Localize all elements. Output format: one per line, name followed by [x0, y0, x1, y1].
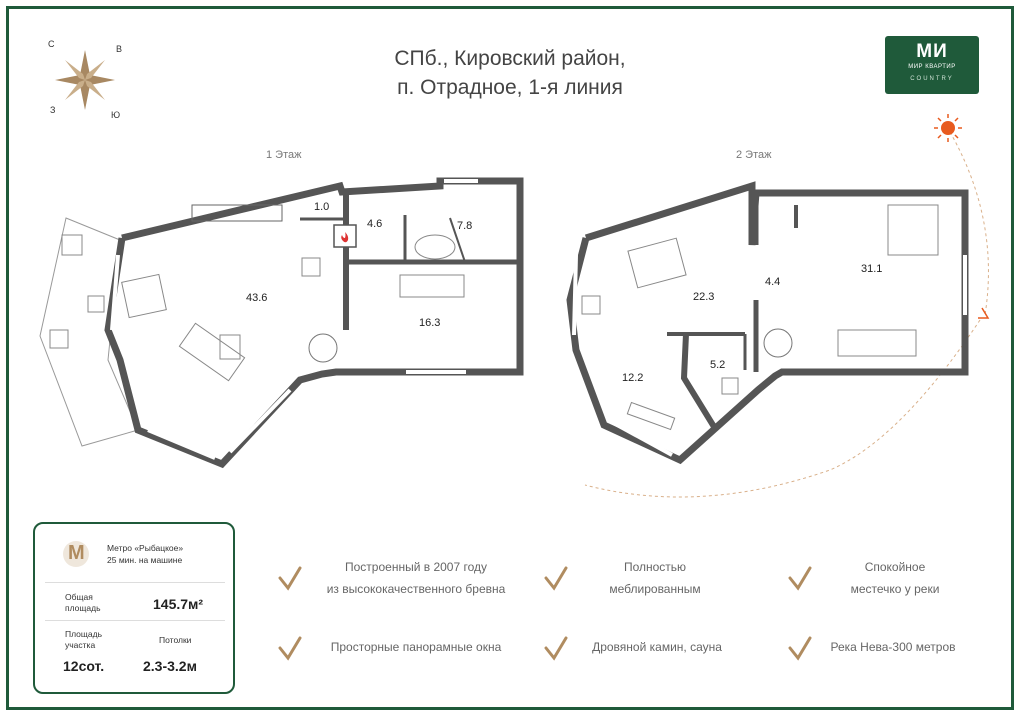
feature-item: Спокойное местечко у реки — [830, 556, 960, 600]
moon-path-line — [584, 319, 981, 498]
sun-arrow-icon — [978, 307, 990, 319]
ceiling-label: Потолки — [159, 635, 192, 645]
moon-icon — [573, 478, 585, 502]
plot-value: 12сот. — [63, 658, 105, 674]
company-logo: МИ МИР КВАРТИР COUNTRY — [885, 36, 979, 94]
feature-line-1: Река Нева-300 метров — [830, 640, 956, 654]
plot-label-line-2: участка — [65, 640, 96, 650]
room-area-toilet: 1.0 — [314, 201, 329, 213]
compass-north-label: С — [48, 39, 55, 49]
area-label-line-2: площадь — [65, 603, 101, 613]
feature-line-2: местечко у реки — [850, 582, 940, 596]
room-area-bedroom-1: 22.3 — [693, 291, 714, 303]
room-area-hall-1: 16.3 — [419, 317, 440, 329]
feature-line-1: Дровяной камин, сауна — [592, 640, 722, 654]
sun-path-line — [949, 131, 989, 316]
divider — [45, 620, 225, 621]
feature-line-1: Полностью — [623, 560, 687, 574]
feature-line-1: Спокойное — [864, 560, 926, 574]
compass-west-label: З — [50, 105, 56, 115]
logo-mark: МИ — [916, 41, 948, 62]
feature-item: Просторные панорамные окна — [306, 636, 526, 658]
metro-time: 25 мин. на машине — [107, 555, 183, 565]
compass-east-label: В — [116, 44, 123, 54]
metro-info: Метро «Рыбацкое» 25 мин. на машине — [107, 542, 183, 566]
plot-label: Площадь участка — [65, 629, 102, 651]
address-title: СПб., Кировский район, п. Отрадное, 1-я … — [330, 44, 690, 102]
compass-south-label: Ю — [111, 110, 121, 120]
divider — [45, 582, 225, 583]
floor-2-label: 2 Этаж — [736, 149, 772, 161]
feature-line-2: меблированным — [609, 582, 701, 596]
feature-item: Река Нева-300 метров — [818, 636, 968, 658]
room-area-bath-1: 7.8 — [457, 220, 472, 232]
feature-item: Построенный в 2007 году из высококачеств… — [306, 556, 526, 600]
floor-1-label: 1 Этаж — [266, 149, 302, 161]
area-label-line-1: Общая — [65, 592, 93, 602]
room-area-hall-2: 4.4 — [765, 276, 780, 288]
room-area-study: 12.2 — [622, 372, 643, 384]
feature-line-1: Построенный в 2007 году — [345, 560, 487, 574]
room-area-living: 43.6 — [246, 292, 267, 304]
metro-icon: M — [63, 541, 89, 567]
room-area-bath-2: 5.2 — [710, 359, 725, 371]
address-line-1: СПб., Кировский район, — [394, 47, 626, 70]
logo-brand: МИР КВАРТИР — [908, 64, 956, 70]
feature-item: Дровяной камин, сауна — [572, 636, 742, 658]
metro-name: Метро «Рыбацкое» — [107, 543, 184, 553]
sun-icon — [934, 114, 962, 142]
feature-item: Полностью меблированным — [580, 556, 730, 600]
feature-line-2: из высококачественного бревна — [326, 582, 506, 596]
room-area-bedroom-2: 31.1 — [861, 263, 882, 275]
address-line-2: п. Отрадное, 1-я линия — [397, 76, 623, 99]
plot-label-line-1: Площадь — [65, 629, 103, 639]
ceiling-value: 2.3-3.2м — [143, 658, 197, 674]
logo-tagline: COUNTRY — [910, 76, 954, 82]
area-label: Общая площадь — [65, 592, 101, 614]
page-frame — [6, 6, 1014, 710]
property-info-card: M Метро «Рыбацкое» 25 мин. на машине Общ… — [33, 522, 235, 694]
area-value: 145.7м² — [153, 596, 204, 612]
fireplace-icon — [341, 232, 349, 243]
room-area-sauna: 4.6 — [367, 218, 382, 230]
floor-1-plan — [39, 177, 524, 469]
feature-line-1: Просторные панорамные окна — [330, 640, 502, 654]
floor-2-plan — [566, 181, 969, 465]
